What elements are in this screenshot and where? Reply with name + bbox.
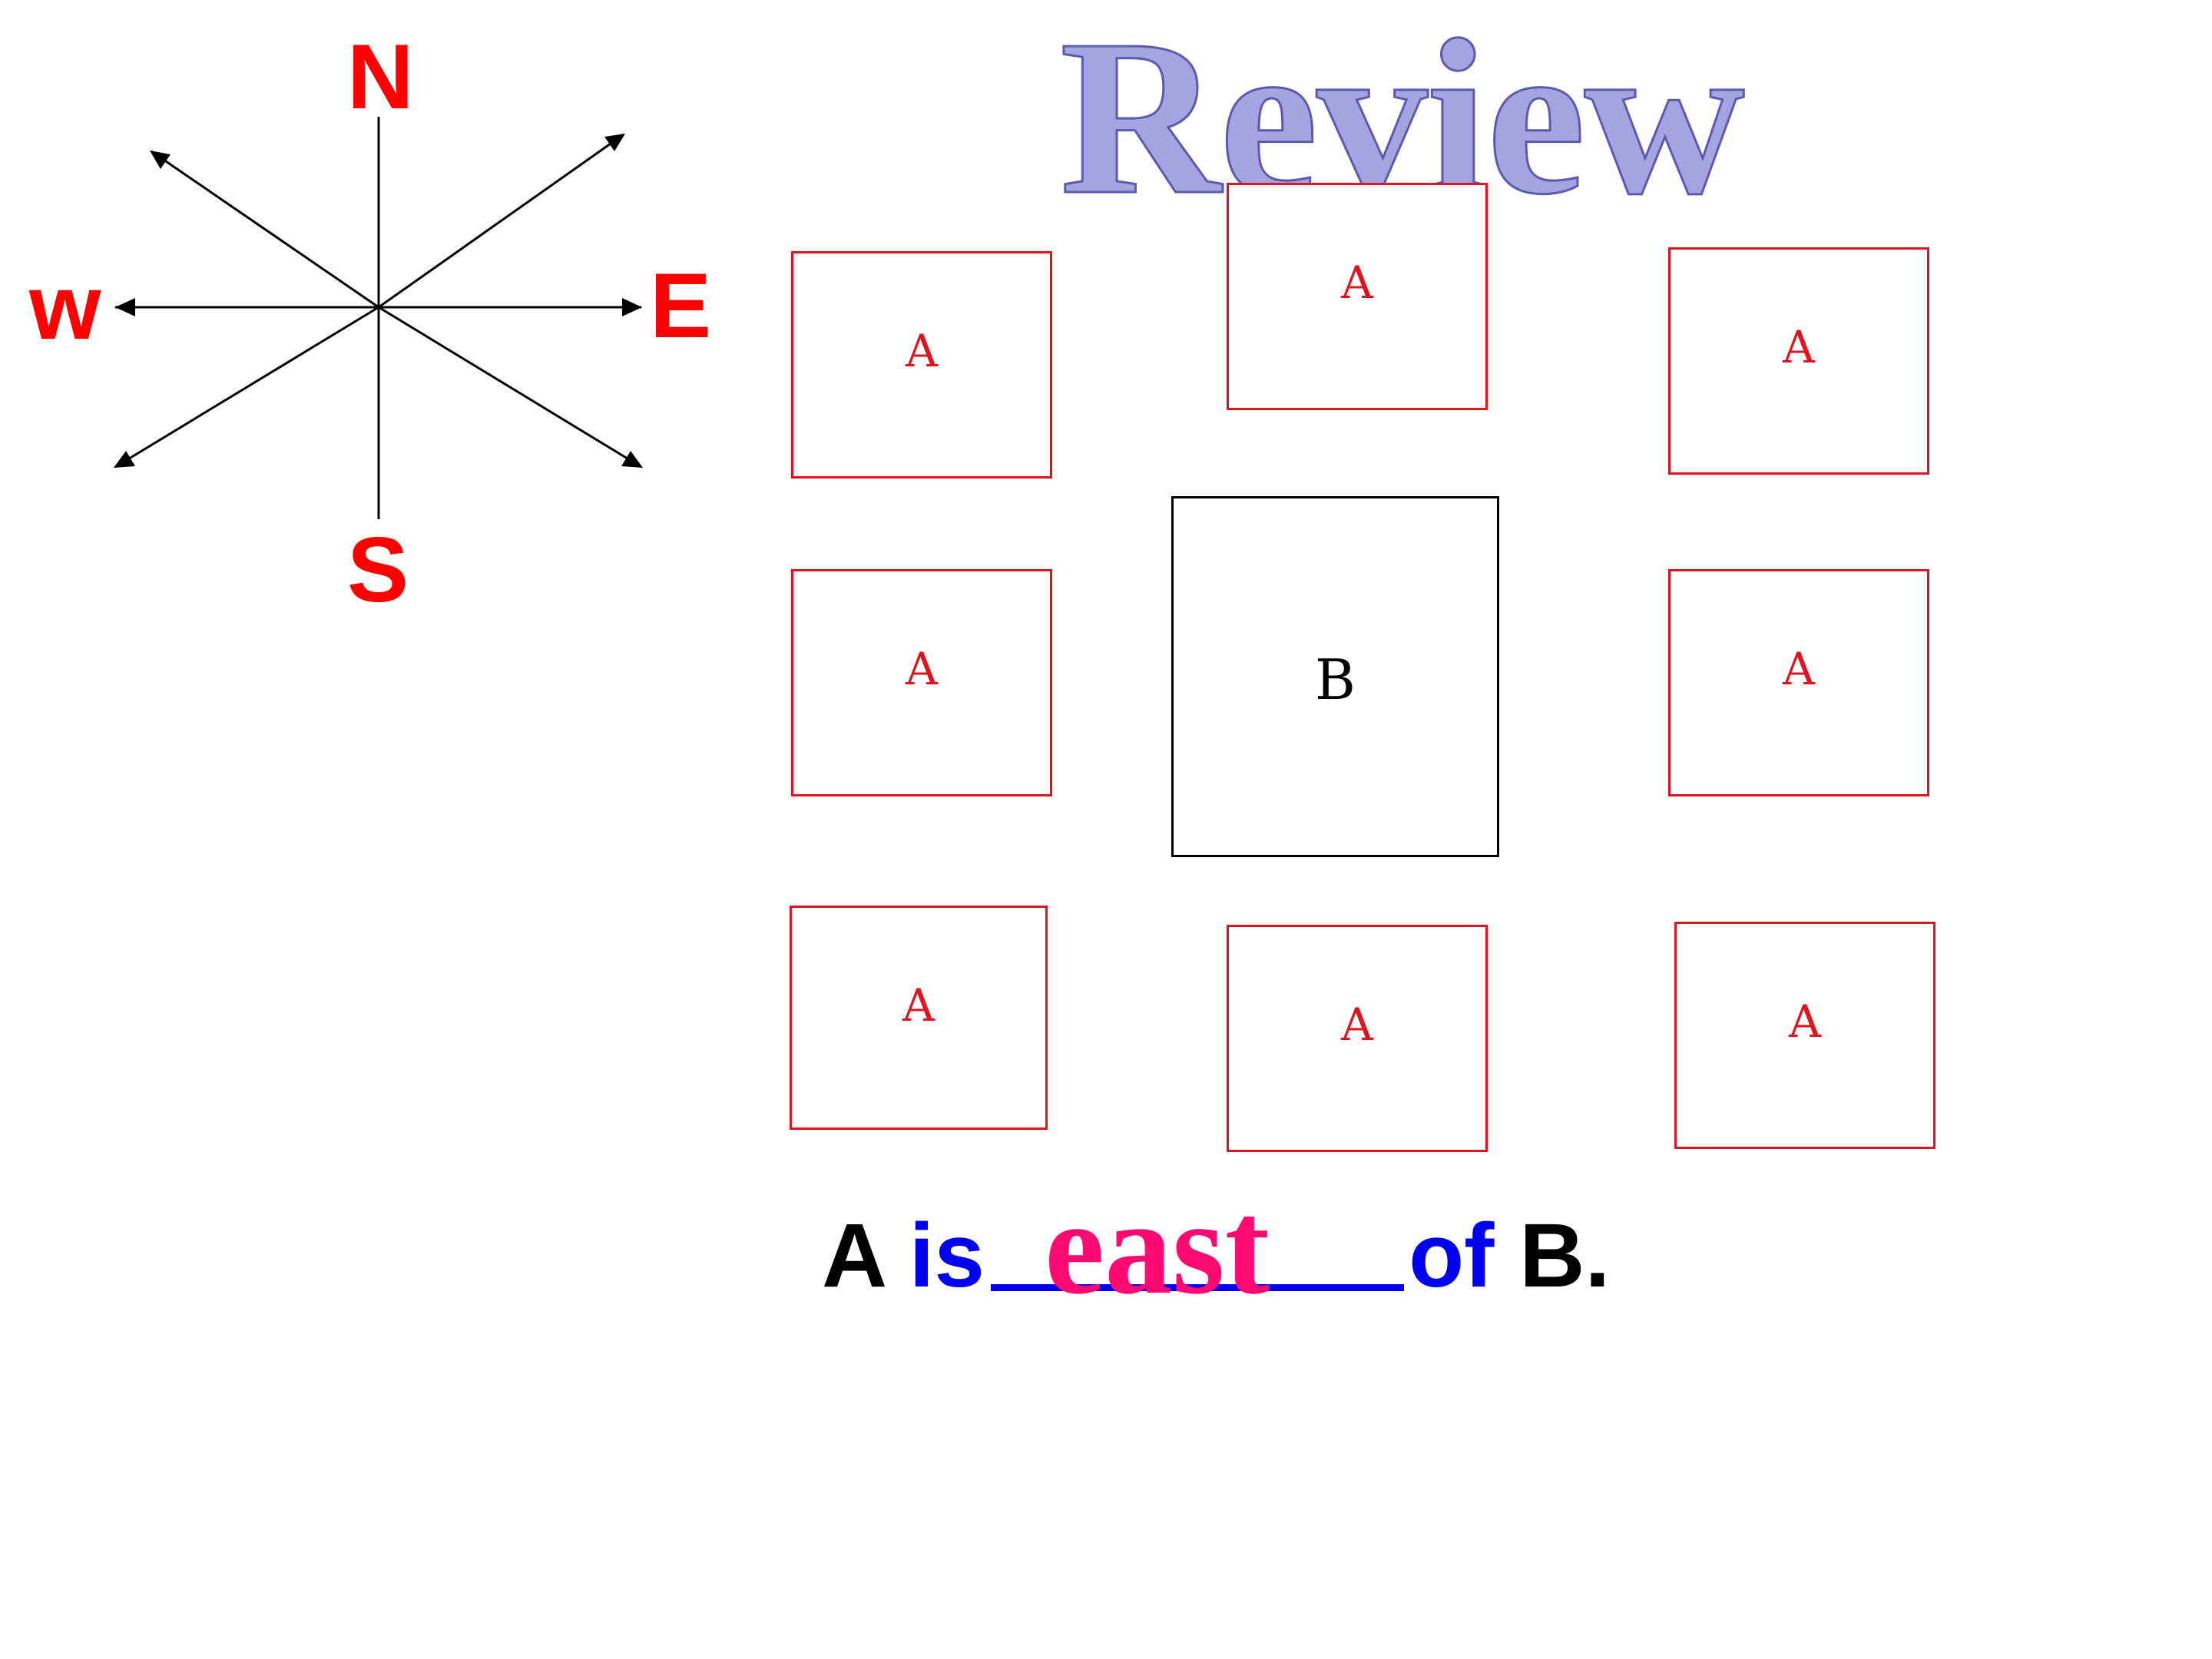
compass-northeast-arrow <box>378 133 624 309</box>
west-arrowhead <box>115 298 135 316</box>
box-b-label: B <box>1315 647 1356 712</box>
fill-in-sentence: A is of B. <box>822 1189 1610 1306</box>
northwest-arrowhead <box>150 151 171 169</box>
box-a-southwest: A <box>790 906 1048 1130</box>
box-a-west: A <box>791 569 1052 796</box>
box-a-label: A <box>1341 257 1373 309</box>
box-a-south: A <box>1227 925 1488 1152</box>
box-a-label: A <box>1783 643 1815 695</box>
answer-blank <box>991 1194 1405 1291</box>
box-a-label: A <box>1341 998 1373 1051</box>
box-a-east: A <box>1668 569 1929 796</box>
compass-label-east: E <box>650 254 712 357</box>
box-a-label: A <box>1789 995 1821 1048</box>
east-arrowhead <box>622 298 642 316</box>
sentence-object: B <box>1519 1205 1585 1306</box>
box-b-center: B <box>1171 496 1499 857</box>
box-a-southeast: A <box>1674 922 1936 1149</box>
southwest-arrowhead <box>114 451 135 468</box>
box-a-northeast: A <box>1668 247 1929 475</box>
compass-southwest-arrow <box>114 306 379 469</box>
compass-label-west: w <box>29 256 101 359</box>
sentence-period: . <box>1584 1205 1611 1306</box>
sentence-preposition: of <box>1409 1205 1495 1306</box>
box-a-label: A <box>1783 321 1815 373</box>
box-a-north: A <box>1227 183 1488 410</box>
box-a-label: A <box>906 325 938 377</box>
compass-southeast-arrow <box>378 306 642 469</box>
sentence-subject: A <box>822 1205 884 1306</box>
box-a-northwest: A <box>791 251 1052 478</box>
northeast-arrowhead <box>604 134 625 151</box>
box-a-label: A <box>902 979 935 1031</box>
answer-word: east <box>1045 1173 1270 1323</box>
compass-label-north: N <box>347 25 414 128</box>
southeast-arrowhead <box>621 451 643 468</box>
box-a-label: A <box>906 643 938 695</box>
compass-northwest-arrow <box>151 150 379 309</box>
compass-label-south: S <box>347 518 409 621</box>
sentence-verb: is <box>909 1205 985 1306</box>
